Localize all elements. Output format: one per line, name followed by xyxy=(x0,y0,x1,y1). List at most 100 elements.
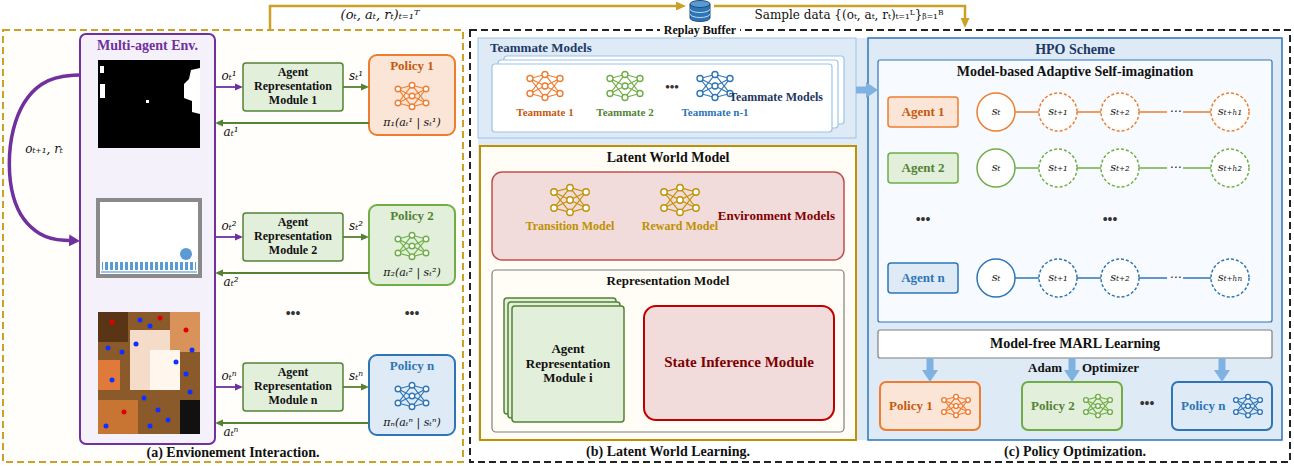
svg-circle xyxy=(180,248,192,260)
state-circle-outline xyxy=(1211,93,1249,131)
node-outline xyxy=(243,363,343,411)
env-image-platform xyxy=(98,200,200,276)
box-outline xyxy=(243,63,343,111)
teammate-label: Teammate n-1 xyxy=(670,106,760,119)
network-unit xyxy=(637,76,643,82)
box-outline xyxy=(1172,382,1272,430)
connector xyxy=(1015,277,1039,279)
state-circle-outline xyxy=(1101,259,1139,297)
state-circle-outline xyxy=(977,93,1015,131)
node-outline xyxy=(369,355,455,435)
network-unit xyxy=(1096,413,1101,418)
node-outline xyxy=(888,97,958,127)
hpo-panel: HPO SchemeModel-based Adaptive Self-imag… xyxy=(868,38,1282,440)
node-outline xyxy=(1101,93,1139,131)
node-outline xyxy=(878,330,1272,358)
node-outline xyxy=(1211,149,1249,187)
connector xyxy=(223,422,369,424)
node-text: Model-free MARL Learning xyxy=(990,336,1160,352)
box-outline xyxy=(512,306,624,422)
state-circle-outline xyxy=(1211,259,1249,297)
network-unit xyxy=(395,400,401,406)
node-outline xyxy=(478,38,856,138)
node-text: State Inference Module xyxy=(664,354,814,371)
buffer-in-line xyxy=(270,6,676,30)
policy-box: Policy nπₙ(aₜⁿ | sₜⁿ) xyxy=(369,355,455,435)
network-unit xyxy=(727,76,733,82)
network-unit xyxy=(527,91,533,97)
node-text: Teammate Models xyxy=(490,41,592,56)
network-unit xyxy=(1084,398,1089,403)
model-label: Reward Model xyxy=(630,220,730,234)
node-text: Agent Representation Module i xyxy=(514,342,622,387)
edge-label: oₜⁿ xyxy=(219,370,238,383)
state-circle-outline xyxy=(1211,149,1249,187)
node-outline xyxy=(1211,259,1249,297)
svg-circle xyxy=(184,328,189,333)
edge-label: sₜⁿ xyxy=(347,370,365,383)
node-outline xyxy=(1211,93,1249,131)
edge-label: aₜⁿ xyxy=(222,426,241,439)
connector xyxy=(856,87,866,94)
svg-circle xyxy=(134,342,139,347)
network-unit xyxy=(409,232,415,238)
ellipsis: ••• xyxy=(1050,212,1170,228)
network-unit xyxy=(567,184,573,190)
network-unit xyxy=(1084,410,1089,415)
node-text: sₜ₊ₕ₁ xyxy=(1218,105,1242,118)
node-outline xyxy=(977,149,1015,187)
policy-box: Policy 2 xyxy=(1022,382,1122,430)
edge-label: aₜ¹ xyxy=(222,126,241,139)
node-text: sₜ₊ₕₙ xyxy=(1218,271,1242,284)
network-unit xyxy=(557,91,563,97)
agent-box: Agent 2 xyxy=(888,153,958,183)
node-outline xyxy=(369,55,455,135)
connector xyxy=(223,122,369,124)
network-icon xyxy=(527,71,563,100)
node-text: Agent Representation Module 1 xyxy=(245,66,341,107)
network-unit xyxy=(712,83,718,89)
agent-box: Agent n xyxy=(888,263,958,293)
representation-module: Agent Representation Module 2 xyxy=(243,213,343,261)
ellipsis: ••• xyxy=(888,212,958,228)
network-unit xyxy=(966,398,971,403)
svg-rect xyxy=(98,312,128,342)
node-text: π₂(aₜ² | sₜ²) xyxy=(383,267,440,280)
state-circle: sₜ₊₂ xyxy=(1101,259,1139,297)
network-unit xyxy=(607,76,613,82)
edge-label: ⋯ xyxy=(1167,161,1183,174)
network-unit xyxy=(1096,404,1101,409)
environment-box: Multi-agent Env. xyxy=(80,34,215,444)
node-outline xyxy=(504,298,624,422)
connector xyxy=(1015,167,1039,169)
svg-circle xyxy=(156,408,161,413)
network-unit xyxy=(677,209,683,215)
ellipsis: ••• xyxy=(369,306,455,322)
connector xyxy=(343,86,361,88)
svg-circle xyxy=(122,410,127,415)
network-icon xyxy=(1084,394,1113,417)
state-circle-outline xyxy=(1039,259,1077,297)
node-text: sₜ₊₂ xyxy=(1110,161,1129,174)
network-unit xyxy=(712,95,718,101)
svg-rect xyxy=(98,312,200,434)
node-text: sₜ₊ₕ₂ xyxy=(1218,161,1242,174)
node-outline xyxy=(492,270,844,432)
network-unit xyxy=(622,95,628,101)
network-unit xyxy=(1234,410,1239,415)
node-text: HPO Scheme xyxy=(1035,42,1115,58)
box-outline xyxy=(369,205,455,285)
edge-label: sₜ² xyxy=(347,220,365,233)
node-text: πₙ(aₜⁿ | sₜⁿ) xyxy=(383,417,441,430)
network-unit xyxy=(423,250,429,256)
representation-module: Agent Representation Module i xyxy=(512,306,624,422)
panel-bc-border xyxy=(470,30,1290,462)
network-unit xyxy=(423,386,429,392)
network-unit xyxy=(557,76,563,82)
network-unit xyxy=(1258,410,1263,415)
edge-label: oₜ₊₁, rₜ xyxy=(23,143,65,156)
svg-rect xyxy=(150,350,180,390)
node-text: Policy 2 xyxy=(390,209,434,224)
node-text: Agent 2 xyxy=(902,161,945,176)
connector xyxy=(215,386,235,388)
